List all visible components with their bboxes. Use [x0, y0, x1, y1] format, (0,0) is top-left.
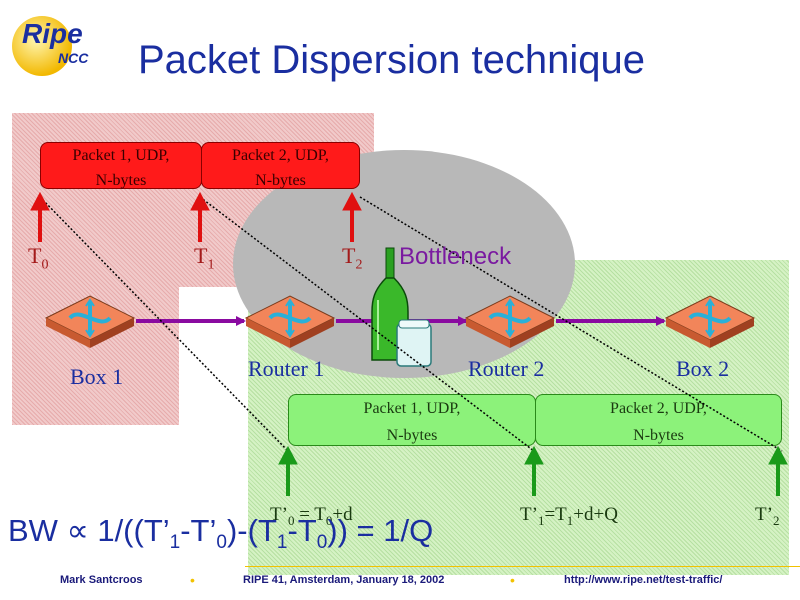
formula-part: 1/((T’	[88, 513, 170, 548]
ripe-ncc-logo	[12, 16, 72, 76]
receiver-packet-2: Packet 2, UDP, N-bytes	[535, 394, 782, 446]
send-time-t1: T1	[194, 243, 214, 273]
node-label-box-2: Box 2	[676, 356, 730, 381]
bandwidth-formula: BW ∝ 1/((T’1-T’0)-(T1-T0)) = 1/Q	[8, 513, 433, 554]
formula-part: -T	[287, 513, 317, 548]
proportional-symbol: ∝	[66, 513, 89, 548]
time-sub: 0	[287, 512, 295, 528]
formula-part: BW	[8, 513, 67, 548]
packet-line: Packet 1, UDP,	[363, 400, 461, 417]
time-sub: 0	[325, 512, 333, 528]
time-sub: 2	[355, 257, 363, 273]
send-time-t2: T2	[342, 243, 362, 273]
packet-line: Packet 2, UDP,	[232, 147, 329, 164]
receive-arrow-head	[524, 445, 544, 465]
node-label-router-1: Router 1	[248, 356, 325, 381]
box-1-router-icon	[44, 294, 136, 350]
time-base: T	[342, 243, 356, 268]
footer-url[interactable]: http://www.ripe.net/test-traffic/	[564, 574, 723, 586]
send-arrow-head	[190, 191, 210, 211]
sender-packet-2: Packet 2, UDP, N-bytes	[201, 142, 360, 189]
router-1-icon	[244, 294, 336, 350]
formula-sub: 1	[169, 532, 181, 554]
receive-time-t2: T’2	[755, 504, 779, 529]
time-sub: 1	[207, 257, 215, 273]
footer-divider	[245, 566, 800, 567]
footer-author: Mark Santcroos	[60, 574, 143, 586]
formula-sub: 1	[276, 532, 288, 554]
send-arrow-head	[342, 191, 362, 211]
receive-time-t1: T’1=T1+d+Q	[520, 504, 618, 529]
time-part: =T	[544, 504, 567, 525]
footer-bullet-icon: •	[190, 572, 195, 588]
time-sub: 0	[41, 257, 49, 273]
formula-part: )-(T	[226, 513, 277, 548]
send-arrow-head	[30, 191, 50, 211]
time-base: T	[194, 243, 208, 268]
sender-packet-1: Packet 1, UDP, N-bytes	[40, 142, 202, 189]
packet-line: Packet 2, UDP,	[610, 400, 707, 417]
time-part: +d+Q	[573, 504, 618, 525]
page-title: Packet Dispersion technique	[138, 38, 645, 82]
node-label-box-1: Box 1	[70, 364, 124, 389]
time-sub: 1	[566, 512, 574, 528]
box-2-router-icon	[664, 294, 756, 350]
time-part: T’	[270, 504, 288, 525]
bottleneck-label: Bottleneck	[399, 243, 512, 270]
receive-time-t0: T’0 = T0+d	[270, 504, 353, 529]
node-label-router-2: Router 2	[468, 356, 545, 381]
time-sub: 2	[772, 512, 780, 528]
receive-arrow-head	[768, 445, 788, 465]
footer-event: RIPE 41, Amsterdam, January 18, 2002	[243, 574, 445, 586]
background-gap	[179, 287, 248, 427]
time-part: T’	[520, 504, 538, 525]
time-part: T’	[755, 504, 773, 525]
time-sub: 1	[537, 512, 545, 528]
formula-part: )) = 1/Q	[327, 513, 434, 548]
receiver-packet-1: Packet 1, UDP, N-bytes	[288, 394, 536, 446]
formula-sub: 0	[216, 532, 227, 554]
packet-line: N-bytes	[386, 427, 438, 444]
timing-line	[39, 196, 289, 452]
router-2-icon	[464, 294, 556, 350]
packet-line: Packet 1, UDP,	[72, 147, 170, 164]
logo-sub: NCC	[58, 50, 89, 66]
send-time-t0: T0	[28, 243, 48, 273]
formula-part: -T’	[180, 513, 217, 548]
time-base: T	[28, 243, 42, 268]
timing-line	[199, 196, 535, 452]
receive-arrow-head	[278, 445, 298, 465]
packet-line: N-bytes	[95, 172, 147, 189]
footer-bullet-icon: •	[510, 572, 515, 588]
packet-line: N-bytes	[255, 172, 306, 189]
packet-line: N-bytes	[633, 427, 684, 444]
time-part: = T	[299, 504, 326, 525]
glass-icon	[396, 319, 432, 367]
time-part: +d	[332, 504, 353, 525]
logo-name: Ripe	[22, 18, 83, 49]
formula-sub: 0	[316, 532, 328, 554]
